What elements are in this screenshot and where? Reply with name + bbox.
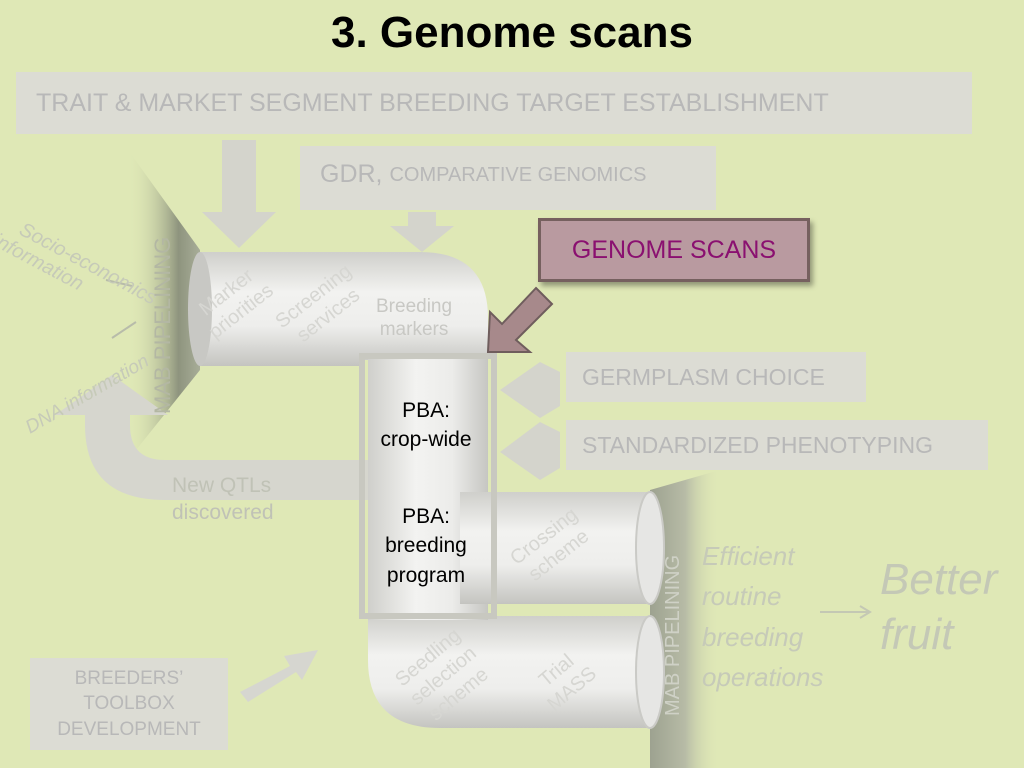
germplasm-choice-box: GERMPLASM CHOICE bbox=[566, 352, 866, 402]
crossing-pipe bbox=[460, 492, 650, 604]
toolbox-line-3: DEVELOPMENT bbox=[57, 718, 201, 740]
efficient-operations-label: Efficient routine breeding operations bbox=[702, 541, 824, 692]
breeders-toolbox-box: BREEDERS’ TOOLBOX DEVELOPMENT bbox=[30, 658, 228, 750]
germplasm-arrow bbox=[500, 362, 560, 418]
right-shading bbox=[650, 470, 720, 768]
genome-arrow bbox=[486, 286, 554, 353]
top-pipe bbox=[197, 252, 488, 366]
bottom-pipe bbox=[368, 616, 650, 728]
page-title: 3. Genome scans bbox=[331, 8, 693, 57]
phenotyping-box: STANDARDIZED PHENOTYPING bbox=[566, 420, 988, 470]
phenotyping-arrow bbox=[500, 422, 560, 480]
left-shading bbox=[128, 150, 200, 460]
toolbox-line-2: TOOLBOX bbox=[83, 693, 175, 715]
trait-market-label: TRAIT & MARKET SEGMENT BREEDING TARGET E… bbox=[36, 88, 829, 117]
better-fruit-label: Better fruit bbox=[880, 555, 998, 659]
dna-arrow bbox=[111, 321, 137, 339]
crossing-pipe-end bbox=[635, 491, 665, 605]
breeding-markers-label: Breeding markers bbox=[376, 296, 453, 340]
gdr-box: GDR, COMPARATIVE GENOMICS bbox=[300, 146, 716, 210]
genome-scans-box: GENOME SCANS bbox=[538, 218, 810, 282]
top-pipe-end bbox=[188, 252, 212, 366]
pba-crop-wide-label: PBA: crop-wide bbox=[380, 399, 472, 452]
mab-pipelining-left: MAB PIPELINING bbox=[150, 236, 175, 414]
outcome-arrow bbox=[820, 605, 872, 619]
gdr-label: GDR, bbox=[320, 160, 383, 188]
phenotyping-label: STANDARDIZED PHENOTYPING bbox=[582, 431, 933, 458]
germplasm-choice-label: GERMPLASM CHOICE bbox=[582, 363, 825, 390]
socio-arrow bbox=[105, 279, 133, 287]
genome-scans-label: GENOME SCANS bbox=[571, 235, 777, 264]
pba-breeding-program-label: PBA: breeding program bbox=[385, 505, 467, 587]
mab-pipelining-right: MAB PIPELINING bbox=[662, 554, 684, 716]
toolbox-line-1: BREEDERS’ bbox=[74, 667, 184, 689]
down-arrow-2 bbox=[390, 212, 454, 252]
new-qtls-label: New QTLs discovered bbox=[172, 474, 274, 525]
toolbox-arrow bbox=[240, 650, 318, 702]
trait-market-box: TRAIT & MARKET SEGMENT BREEDING TARGET E… bbox=[16, 72, 972, 134]
pba-frame bbox=[359, 353, 497, 619]
feedback-arrow bbox=[55, 375, 370, 500]
bottom-pipe-end bbox=[635, 615, 665, 729]
comparative-genomics-label: COMPARATIVE GENOMICS bbox=[389, 164, 647, 186]
down-arrow-1 bbox=[202, 140, 276, 248]
